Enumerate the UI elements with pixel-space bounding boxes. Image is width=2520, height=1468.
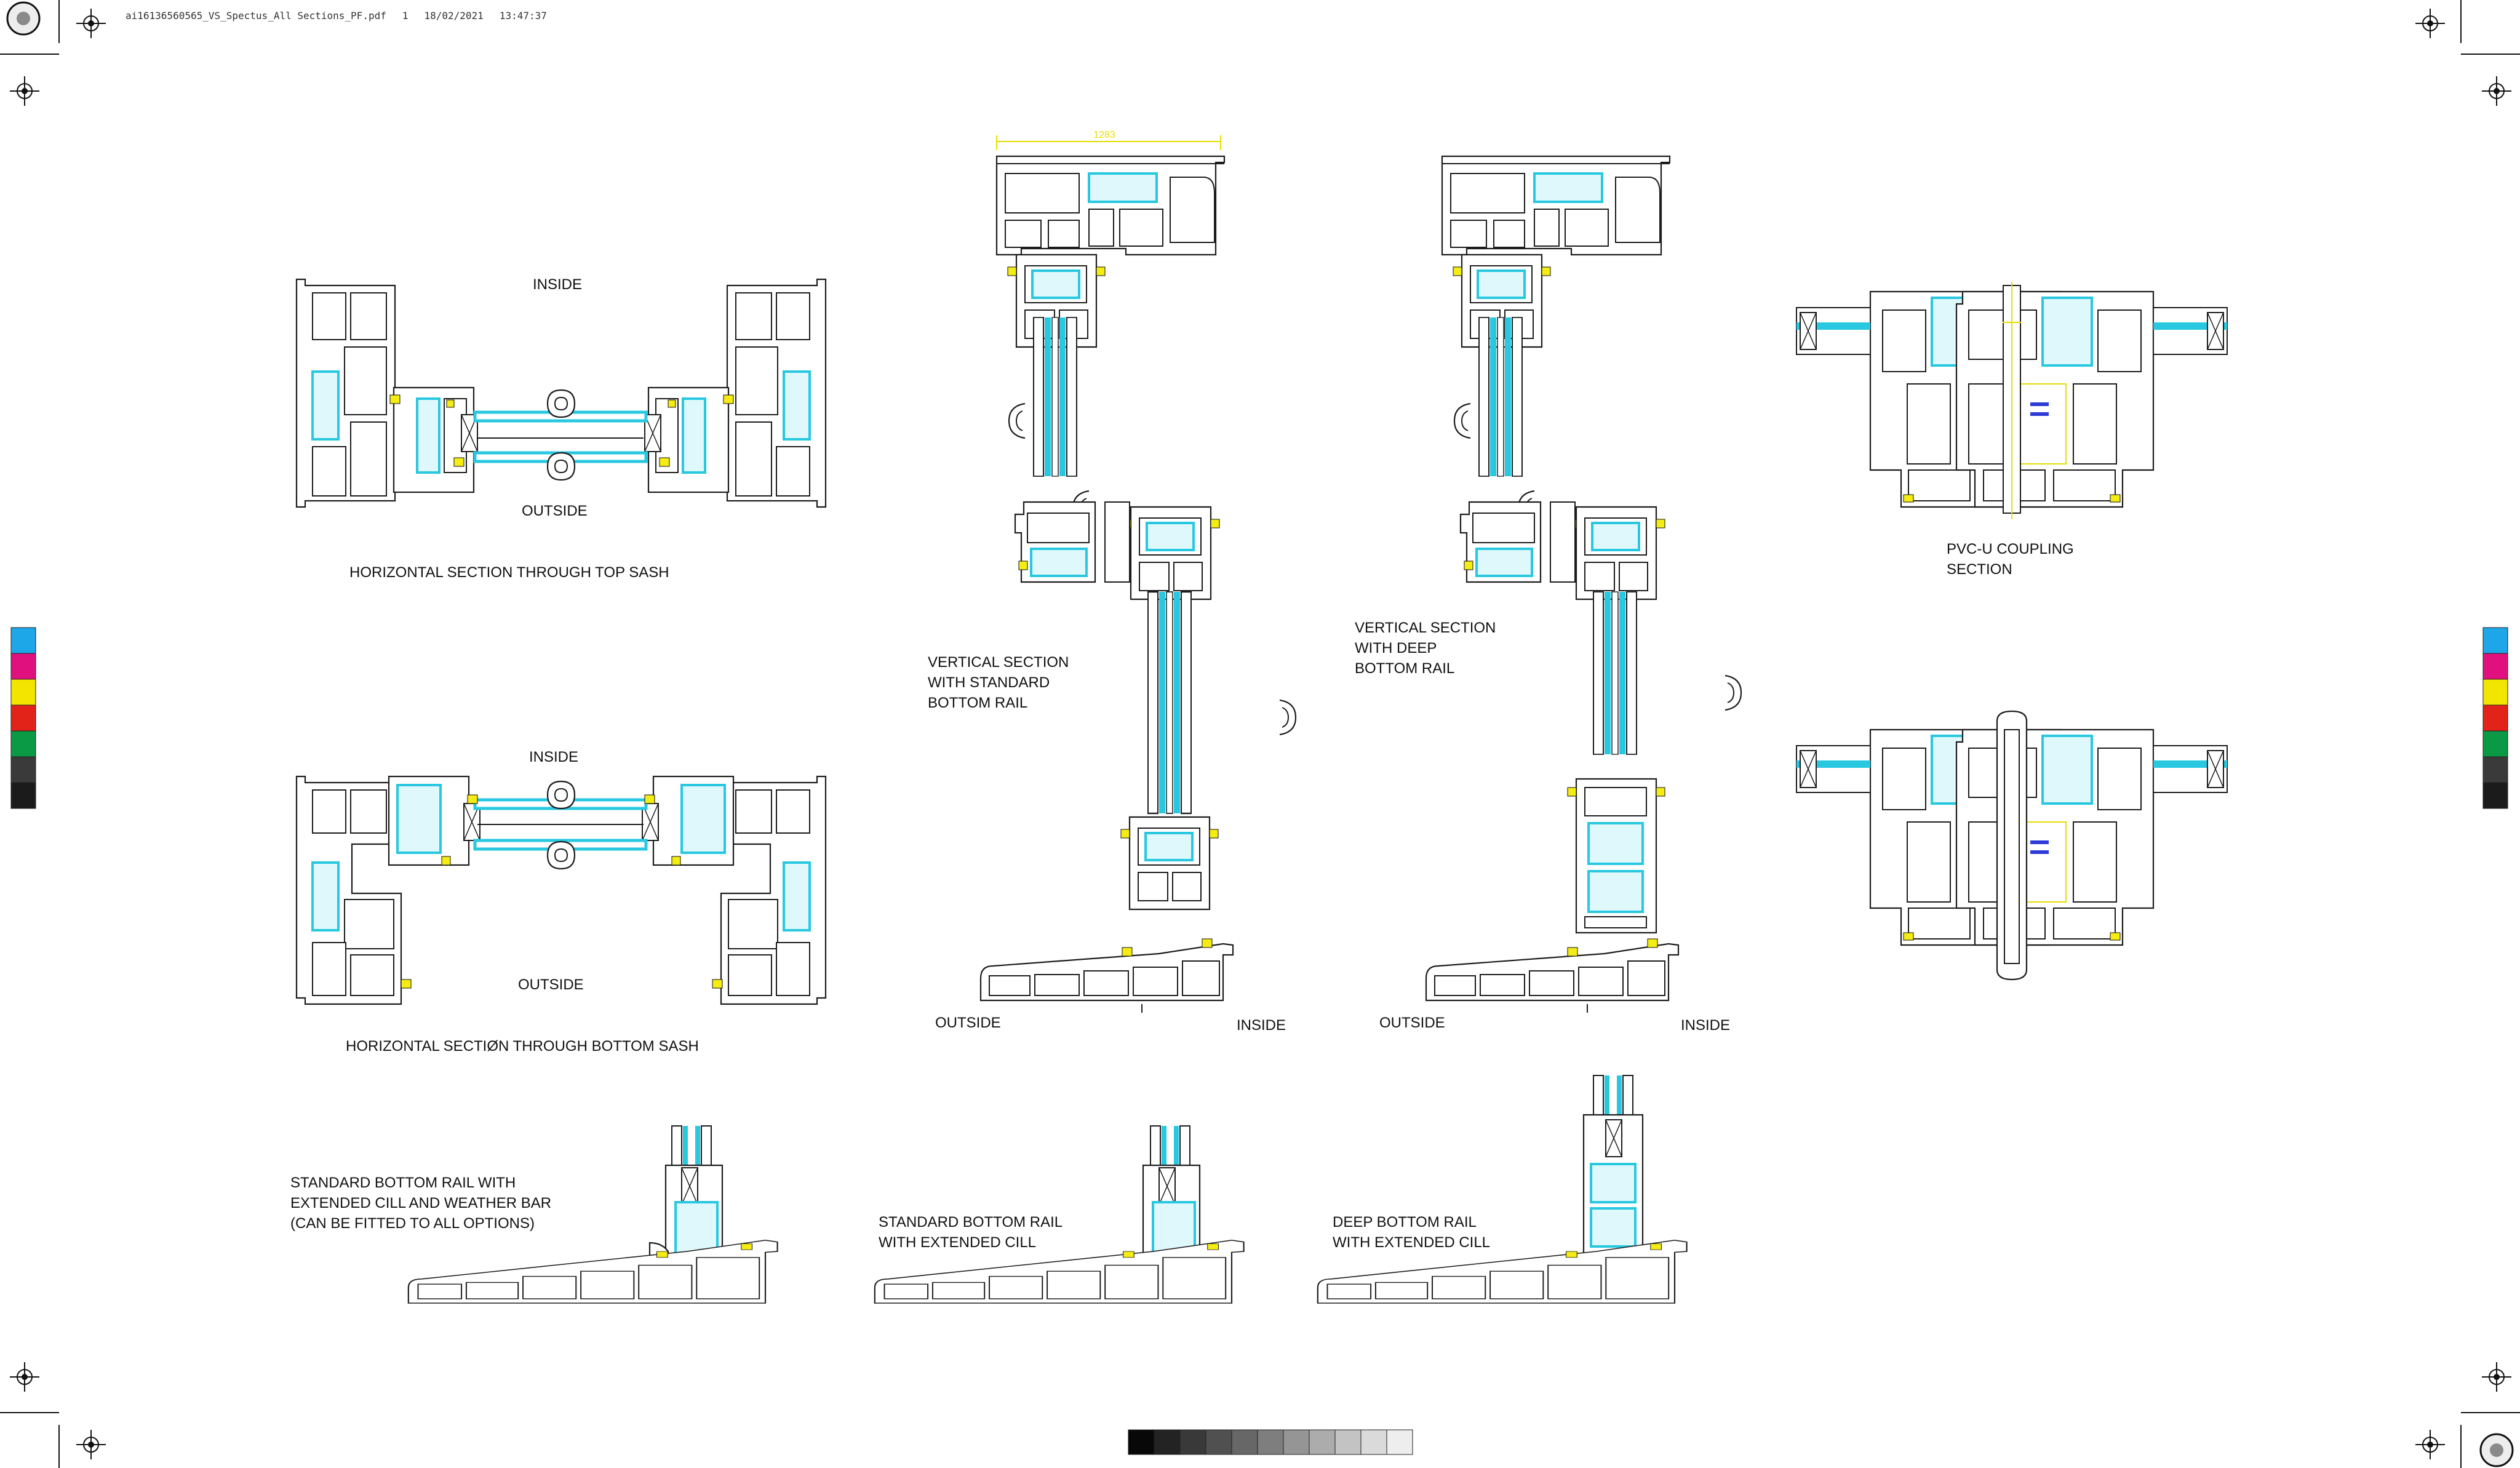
dimension-value: 1283 — [1093, 130, 1115, 140]
label-outside-top: OUTSIDE — [522, 503, 588, 519]
horizontal-section-bottom-sash — [295, 775, 827, 1005]
coupling-section-bottom — [1796, 710, 2227, 981]
header-filename: ai16136560565_VS_Spectus_All Sections_PF… — [126, 10, 386, 22]
horizontal-section-top-sash — [295, 278, 827, 508]
caption-standard-cill: STANDARD BOTTOM RAIL WITH EXTENDED CILL — [879, 1214, 1063, 1251]
header-page: 1 — [402, 10, 409, 22]
calibration-swatch — [2482, 679, 2508, 706]
calibration-swatch — [2482, 756, 2508, 783]
caption-coupling: PVC-U COUPLING SECTION — [1947, 541, 2074, 578]
calibration-swatch — [2482, 730, 2508, 757]
detail-standard-cill — [874, 1125, 1245, 1304]
calibration-swatch — [2482, 627, 2508, 654]
caption-vertical-standard: VERTICAL SECTION WITH STANDARD BOTTOM RA… — [928, 654, 1069, 711]
calibration-swatch — [1283, 1429, 1310, 1455]
caption-deep-cill: DEEP BOTTOM RAIL WITH EXTENDED CILL — [1333, 1214, 1491, 1251]
color-calibration-bar-right — [2482, 627, 2508, 809]
calibration-swatch — [10, 653, 36, 680]
vertical-section-deep-rail — [1425, 155, 1742, 1013]
label-vs-standard-inside: INSIDE — [1237, 1017, 1286, 1034]
label-outside-bottom: OUTSIDE — [518, 976, 584, 993]
coupling-section-top — [1796, 282, 2227, 519]
label-inside-top: INSIDE — [533, 276, 583, 293]
calibration-swatch — [10, 782, 36, 809]
grayscale-calibration-bar — [1128, 1429, 1413, 1455]
calibration-swatch — [1360, 1429, 1387, 1455]
color-calibration-bar-left — [10, 627, 36, 809]
caption-bottom-sash: HORIZONTAL SECTIØN THROUGH BOTTOM SASH — [346, 1038, 699, 1055]
label-vs-standard-outside: OUTSIDE — [935, 1015, 1001, 1031]
calibration-swatch — [1309, 1429, 1336, 1455]
print-header: ai16136560565_VS_Spectus_All Sections_PF… — [126, 10, 563, 22]
caption-vertical-deep: VERTICAL SECTION WITH DEEP BOTTOM RAIL — [1355, 620, 1496, 677]
calibration-swatch — [1154, 1429, 1181, 1455]
caption-top-sash: HORIZONTAL SECTION THROUGH TOP SASH — [349, 564, 669, 581]
header-time: 13:47:37 — [499, 10, 547, 22]
calibration-swatch — [1231, 1429, 1258, 1455]
label-vs-deep-outside: OUTSIDE — [1379, 1015, 1445, 1031]
calibration-swatch — [10, 627, 36, 654]
calibration-swatch — [1128, 1429, 1155, 1455]
calibration-swatch — [1257, 1429, 1284, 1455]
vertical-section-standard-rail — [979, 135, 1297, 1013]
calibration-swatch — [1334, 1429, 1362, 1455]
header-date: 18/02/2021 — [424, 10, 484, 22]
calibration-swatch — [2482, 782, 2508, 809]
detail-weather-bar — [407, 1125, 778, 1304]
calibration-swatch — [1179, 1429, 1206, 1455]
calibration-swatch — [10, 730, 36, 757]
detail-deep-cill — [1317, 1075, 1688, 1304]
calibration-swatch — [1386, 1429, 1413, 1455]
calibration-swatch — [2482, 653, 2508, 680]
calibration-swatch — [10, 704, 36, 732]
label-inside-bottom: INSIDE — [529, 749, 579, 765]
calibration-swatch — [1205, 1429, 1232, 1455]
calibration-swatch — [2482, 704, 2508, 732]
calibration-swatch — [10, 679, 36, 706]
label-vs-deep-inside: INSIDE — [1681, 1017, 1731, 1034]
caption-weather-bar: STANDARD BOTTOM RAIL WITH EXTENDED CILL … — [290, 1175, 552, 1232]
calibration-swatch — [10, 756, 36, 783]
